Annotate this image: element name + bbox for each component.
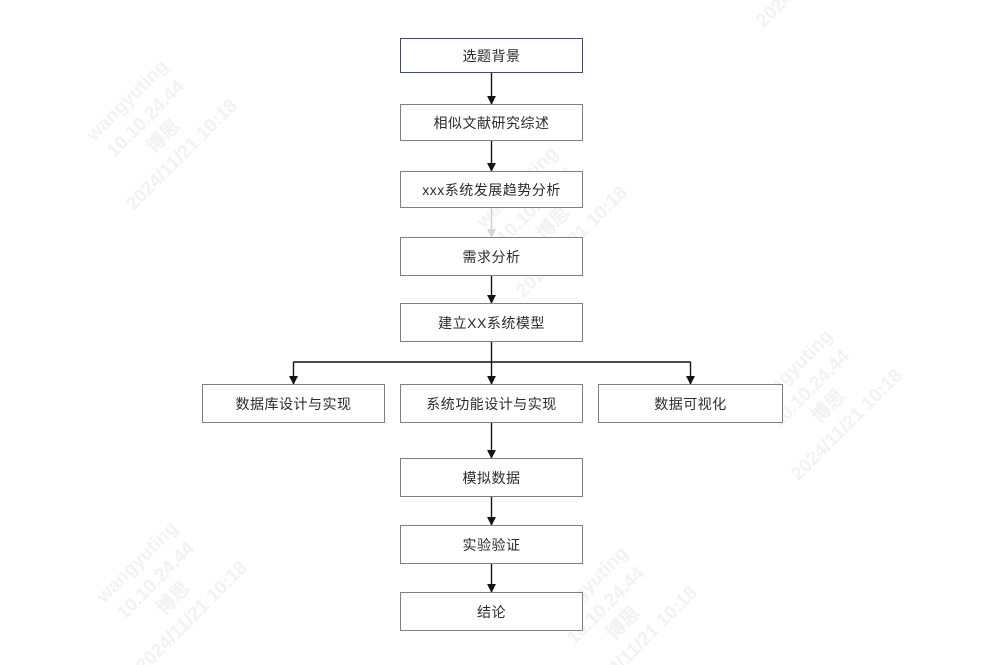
node-label: 实验验证 bbox=[462, 536, 521, 553]
node-label: 需求分析 bbox=[462, 248, 521, 265]
node-label: 相似文献研究综述 bbox=[433, 114, 550, 131]
node-requirements-analysis[interactable]: 需求分析 bbox=[400, 237, 583, 276]
node-topic-background[interactable]: 选题背景 bbox=[400, 38, 583, 73]
node-trend-analysis[interactable]: xxx系统发展趋势分析 bbox=[400, 171, 583, 208]
node-label: 数据可视化 bbox=[654, 395, 727, 412]
node-mock-data[interactable]: 模拟数据 bbox=[400, 458, 583, 497]
node-label: 选题背景 bbox=[462, 47, 521, 64]
node-label: 数据库设计与实现 bbox=[235, 395, 352, 412]
node-label: 结论 bbox=[477, 603, 506, 620]
node-conclusion[interactable]: 结论 bbox=[400, 592, 583, 631]
node-label: 模拟数据 bbox=[462, 469, 521, 486]
node-function-design[interactable]: 系统功能设计与实现 bbox=[400, 384, 583, 423]
node-label: 建立XX系统模型 bbox=[438, 314, 545, 331]
node-experiment-validation[interactable]: 实验验证 bbox=[400, 525, 583, 564]
node-label: 系统功能设计与实现 bbox=[426, 395, 557, 412]
node-literature-review[interactable]: 相似文献研究综述 bbox=[400, 104, 583, 141]
node-system-model[interactable]: 建立XX系统模型 bbox=[400, 303, 583, 342]
node-label: xxx系统发展趋势分析 bbox=[422, 181, 561, 198]
node-database-design[interactable]: 数据库设计与实现 bbox=[202, 384, 385, 423]
node-data-visualization[interactable]: 数据可视化 bbox=[598, 384, 783, 423]
